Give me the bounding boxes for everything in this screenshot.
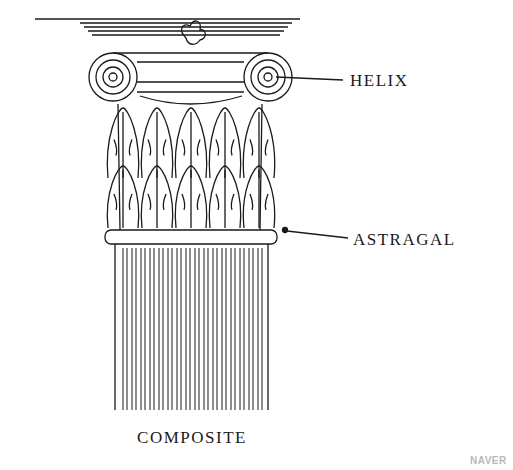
astragal-dot — [283, 228, 288, 233]
acanthus-leaf — [107, 108, 138, 178]
flute — [195, 248, 199, 410]
flute — [231, 248, 235, 410]
acanthus-leaf — [209, 166, 240, 228]
acanthus-leaf — [107, 166, 138, 228]
flute — [141, 248, 145, 410]
helix-leader — [276, 77, 343, 80]
acanthus-leaf — [243, 108, 274, 178]
bell — [118, 104, 262, 230]
volute-left — [89, 53, 137, 101]
shaft-outline — [115, 244, 268, 410]
acanthus-leaf — [141, 108, 172, 178]
flute — [249, 248, 253, 410]
acanthus-leaf — [175, 108, 206, 178]
acanthus-leaf — [175, 166, 206, 228]
abacus-flower — [182, 21, 206, 44]
flute — [240, 248, 244, 410]
acanthus-leaves — [107, 108, 274, 228]
flute — [222, 248, 226, 410]
flute — [168, 248, 172, 410]
part-label: ASTRAGAL — [353, 231, 456, 248]
watermark: NAVER — [470, 456, 507, 466]
part-label: HELIX — [350, 72, 408, 89]
flute — [204, 248, 208, 410]
acanthus-leaf — [141, 166, 172, 228]
flute — [132, 248, 136, 410]
flute — [258, 248, 262, 410]
caption: COMPOSITE — [137, 429, 247, 446]
flute — [150, 248, 154, 410]
flute — [123, 248, 127, 410]
astragal-ring — [105, 230, 277, 244]
flute — [159, 248, 163, 410]
echinus-band — [113, 53, 268, 92]
abacus-top — [35, 18, 300, 19]
acanthus-leaf — [209, 108, 240, 178]
shaft-flutes — [123, 248, 262, 410]
flute — [177, 248, 181, 410]
astragal-leader — [287, 231, 348, 238]
echinus-curve — [140, 96, 242, 104]
flute — [213, 248, 217, 410]
acanthus-leaf — [243, 166, 274, 228]
flute — [186, 248, 190, 410]
